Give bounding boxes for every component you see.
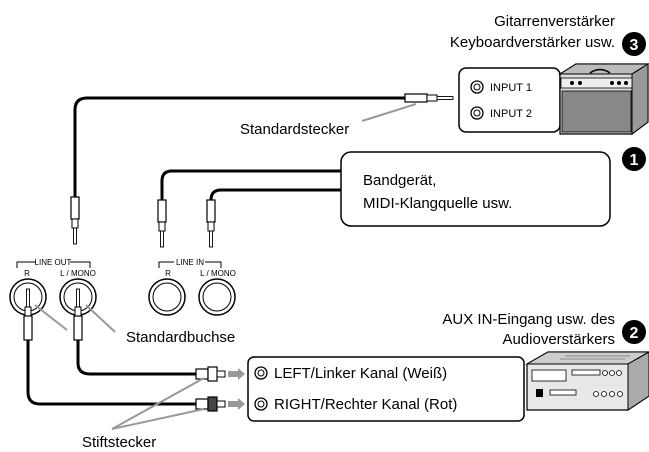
label-right-channel: RIGHT/Rechter Kanal (Rot) [274,396,457,413]
amp-title-line2: Keyboardverstärker usw. [450,34,615,51]
label-line-in: LINE IN [176,258,204,267]
pointer-buchse-l [85,304,116,333]
label-line-in-r: R [165,269,171,278]
input2-jack-icon [470,106,484,120]
standard-plug-amp [404,93,454,103]
audio-amp-title-line2: Audioverstärkers [502,331,615,348]
label-standardstecker: Standardstecker [240,121,349,138]
badge-3-text: 3 [630,37,639,54]
tape-line1: Bandgerät, [363,172,436,189]
audio-receiver-icon [525,351,649,411]
audio-amp-title-line1: AUX IN-Eingang usw. des [442,311,615,328]
amp-input-panel [458,67,561,133]
amp-title-line1: Gitarrenverstärker [494,13,615,30]
pointer-buchse-r [34,304,68,331]
input2-label: INPUT 2 [490,108,532,120]
jack-line-in-l [198,278,236,316]
cable-line-in-r [160,169,341,200]
cable-to-amp [73,96,405,197]
guitar-amplifier-icon [558,63,649,135]
standard-plug-out-r [23,288,33,341]
number-badge-2: 2 [622,320,646,344]
cable-audio-right [26,340,196,406]
line-out-bracket [16,261,91,268]
label-standardbuchse: Standardbuchse [126,329,235,346]
label-stiftstecker: Stiftstecker [82,434,156,451]
standard-plug-lineout [70,196,80,245]
label-line-in-l: L / MONO [200,269,236,278]
line-in-bracket [158,261,222,268]
badge-2-text: 2 [630,325,639,342]
input1-jack-icon [470,80,484,94]
pointer-stift-white [111,377,205,430]
cable-line-in-l [209,188,341,201]
jack-line-in-r [148,278,186,316]
pointer-stift-red [111,408,205,430]
standard-plug-linein-r [157,199,167,248]
number-badge-1: 1 [622,147,646,171]
pin-plug-red [195,396,226,412]
label-line-out: LINE OUT [35,258,72,267]
label-line-out-l: L / MONO [60,269,96,278]
standard-plug-linein-l [206,199,216,248]
input1-label: INPUT 1 [490,82,532,94]
arrow-left-channel-icon [228,368,245,380]
pointer-standardstecker [361,103,417,122]
arrow-right-channel-icon [228,398,245,410]
label-left-channel: LEFT/Linker Kanal (Weiß) [274,365,447,382]
label-line-out-r: R [24,269,30,278]
right-channel-jack-icon [254,397,268,411]
left-channel-jack-icon [254,366,268,380]
cable-audio-left [76,340,196,376]
tape-line2: MIDI-Klangquelle usw. [363,195,512,212]
badge-1-text: 1 [630,152,639,169]
audio-amp-input-panel [247,356,525,422]
tape-device-box [340,151,611,227]
number-badge-3: 3 [622,32,646,56]
